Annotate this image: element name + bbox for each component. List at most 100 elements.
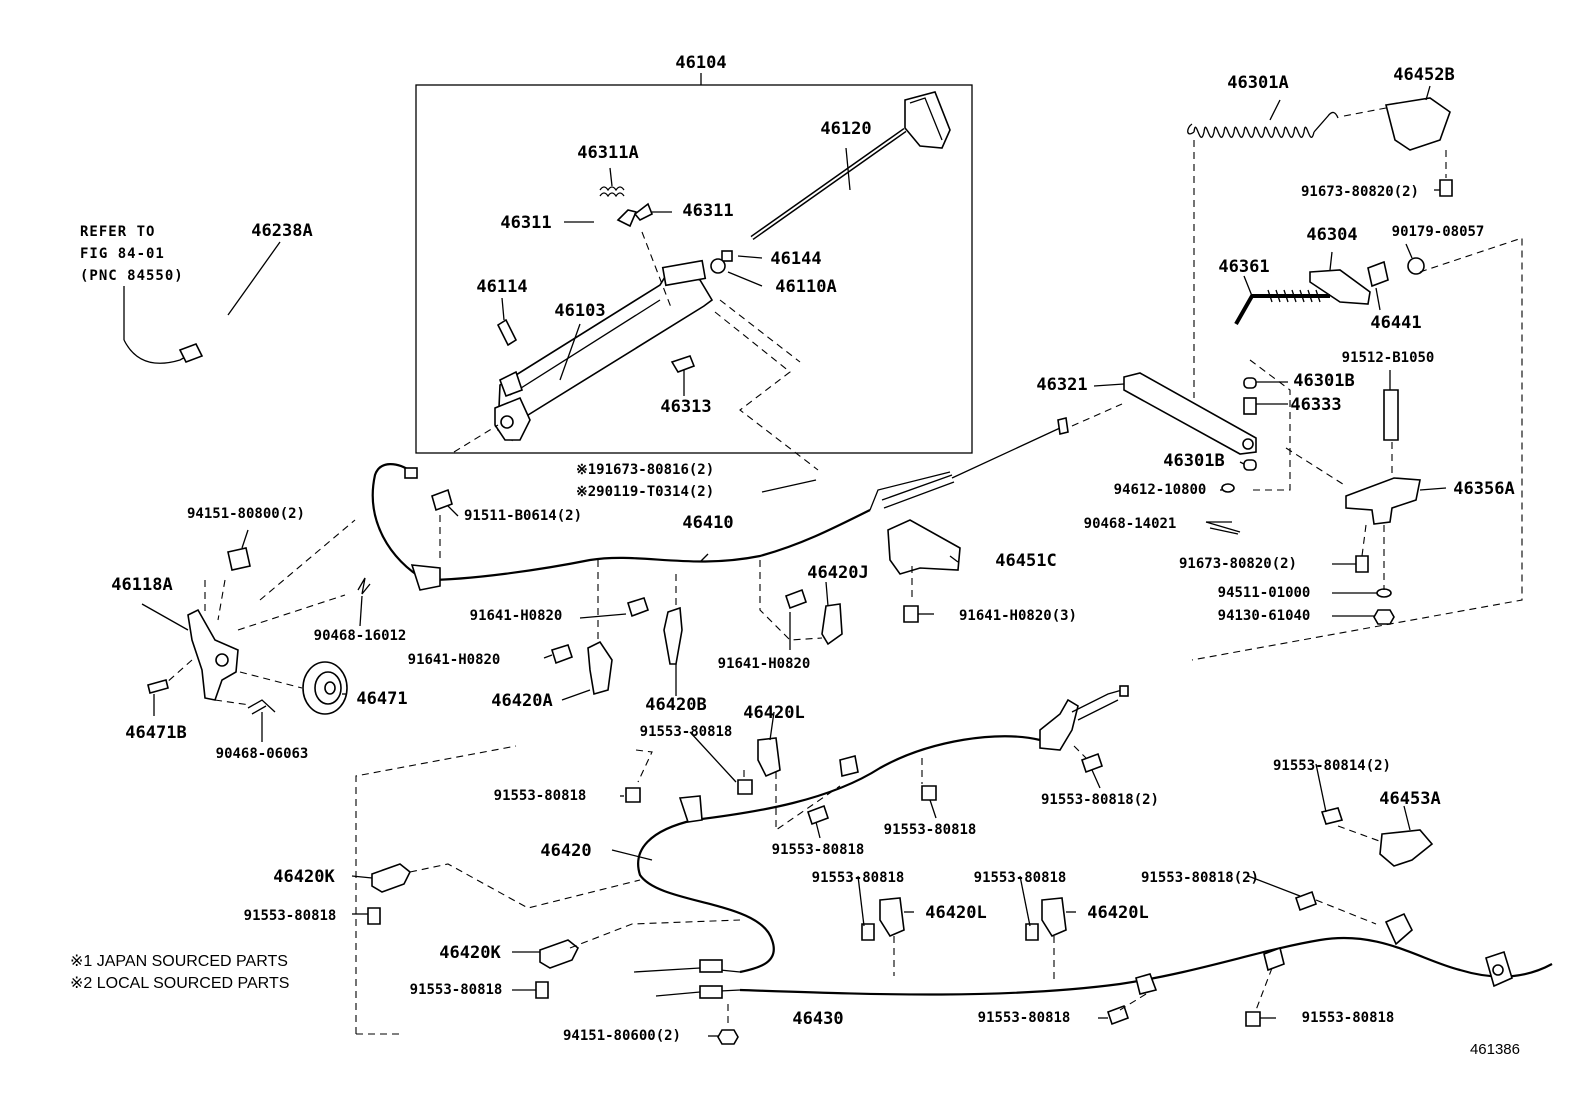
label-46451C: 46451C <box>995 551 1056 571</box>
lever-46118A-part <box>187 608 239 701</box>
washer-94612-part <box>1221 483 1235 493</box>
label-46420L-b: 46420L <box>925 903 986 923</box>
label-94151-80600: 94151-80600(2) <box>563 1028 681 1044</box>
bolt-91553-b-part <box>625 787 641 803</box>
label-91553-80814-2: 91553-80814(2) <box>1273 758 1391 774</box>
label-91641-H0820-b: 91641-H0820 <box>408 652 501 668</box>
label-46471B: 46471B <box>125 723 186 743</box>
assembly-frame <box>415 84 973 454</box>
label-90468-14021: 90468-14021 <box>1084 516 1177 532</box>
bolt-91553-2a-part <box>1080 752 1104 774</box>
lever-handle-part <box>750 91 951 241</box>
label-90468-16012: 90468-16012 <box>314 628 407 644</box>
label-46420J: 46420J <box>807 563 868 583</box>
reference-line-1: REFER TO <box>80 224 155 240</box>
bolt-91553-a-part <box>737 779 753 795</box>
label-46420A: 46420A <box>491 691 552 711</box>
pawl-46311b-part <box>633 202 654 221</box>
washer-46110A-part <box>710 258 726 274</box>
label-46304: 46304 <box>1306 225 1357 245</box>
label-91673-80816: ※191673-80816(2) <box>576 462 714 478</box>
label-46333: 46333 <box>1290 395 1341 415</box>
title-part-number: 46104 <box>675 53 726 73</box>
label-46420L-c: 46420L <box>1087 903 1148 923</box>
bolt-91673-80820-a-part <box>1439 179 1453 197</box>
label-46311A: 46311A <box>577 143 638 163</box>
pin-90468-16012-part <box>357 577 371 595</box>
bracket-46356A-part <box>1345 477 1421 525</box>
label-91553-80818-e: 91553-80818 <box>244 908 337 924</box>
bolt-91553-j-part <box>1245 1011 1261 1027</box>
nut-94151-80600-part <box>717 1029 739 1045</box>
bracket-46451C-part <box>887 519 961 575</box>
label-46238A: 46238A <box>251 221 312 241</box>
label-46120: 46120 <box>820 119 871 139</box>
bolt-46313-part <box>670 355 696 373</box>
label-46420K-b: 46420K <box>439 943 501 963</box>
bolt-91511-part <box>431 488 453 512</box>
bolt-91641-3-part <box>903 605 919 623</box>
bolt-91641-c-part <box>784 588 808 610</box>
rear-cable-46430-part <box>633 912 1553 999</box>
label-91553-80818-h: 91553-80818 <box>410 982 503 998</box>
spring-46311A-part <box>599 186 625 198</box>
label-46453A: 46453A <box>1379 789 1440 809</box>
bushing-46441-part <box>1367 260 1389 288</box>
note-local-sourced: ※2 LOCAL SOURCED PARTS <box>70 975 289 992</box>
label-94130-61040: 94130-61040 <box>1218 608 1311 624</box>
label-46301B-b: 46301B <box>1163 451 1224 471</box>
label-46420L-a: 46420L <box>743 703 804 723</box>
label-46430: 46430 <box>792 1009 843 1029</box>
washer-46301B-b-part <box>1243 459 1257 471</box>
label-46321: 46321 <box>1036 375 1087 395</box>
label-46114: 46114 <box>476 277 527 297</box>
lever-46321-part <box>1123 372 1257 455</box>
label-46410: 46410 <box>682 513 733 533</box>
rear-cable-46420-part <box>637 685 1129 974</box>
washer-94511-part <box>1376 588 1392 598</box>
label-46420B: 46420B <box>645 695 706 715</box>
bolt-91641-a-part <box>627 597 650 618</box>
bushing-94151-part <box>227 547 251 571</box>
bolt-91553-h-part <box>1025 923 1039 941</box>
clip-90468-06063-part <box>247 699 276 715</box>
label-46311-left: 46311 <box>500 213 551 233</box>
bracket-46420A-part <box>587 640 613 696</box>
reference-line-3: (PNC 84550) <box>80 268 184 284</box>
label-46144: 46144 <box>770 249 821 269</box>
reference-line-2: FIG 84-01 <box>80 246 165 262</box>
leader-lines <box>123 85 1447 1037</box>
label-90179-08057: 90179-08057 <box>1392 224 1485 240</box>
label-46420K-a: 46420K <box>273 867 335 887</box>
pulley-46471-part <box>302 661 348 715</box>
label-94511-01000: 94511-01000 <box>1218 585 1311 601</box>
bolt-91553-80814-part <box>1320 807 1344 825</box>
bolt-91553-2b-part <box>1294 890 1318 912</box>
bolt-91553-e-part <box>367 907 381 925</box>
bolt-46471B-part <box>147 679 169 694</box>
label-91553-80818-j: 91553-80818 <box>1302 1010 1395 1026</box>
label-46471: 46471 <box>356 689 407 709</box>
front-cable-46410-part <box>371 417 1069 591</box>
bracket-46420J-part <box>821 603 843 646</box>
bolt-91553-g-part <box>861 923 875 941</box>
label-46301A: 46301A <box>1227 73 1288 93</box>
washer-46301B-a-part <box>1243 377 1257 389</box>
washer-90179-part <box>1407 257 1425 275</box>
bolt-91553-c-part <box>806 804 830 826</box>
label-46311-right: 46311 <box>682 201 733 221</box>
pin-90468-14021-part <box>1205 521 1241 535</box>
label-91553-80818-c: 91553-80818 <box>772 842 865 858</box>
bracket-46420K-a-part <box>371 863 412 893</box>
bolt-91512-part <box>1383 389 1399 441</box>
label-46110A: 46110A <box>775 277 836 297</box>
label-90119-T0314: ※290119-T0314(2) <box>576 484 714 500</box>
label-94151-80800: 94151-80800(2) <box>187 506 305 522</box>
bolt-91553-f-part <box>535 981 549 999</box>
lever-bracket-part <box>494 259 714 442</box>
pin-46114-part <box>496 318 518 347</box>
label-91553-80818-d: 91553-80818 <box>884 822 977 838</box>
bracket-46452B-part <box>1385 97 1451 151</box>
label-91553-80818-g: 91553-80818 <box>974 870 1067 886</box>
